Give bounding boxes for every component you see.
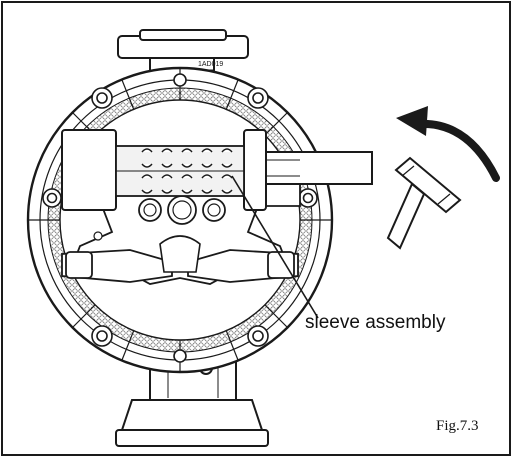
pump-housing-icon — [26, 29, 334, 447]
radial-ribs — [28, 68, 332, 372]
rotation-arrow-icon — [396, 106, 500, 182]
bolt-bosses — [42, 73, 318, 363]
callout-leader — [231, 175, 319, 319]
hammer-icon — [386, 156, 462, 250]
lower-manifold — [61, 235, 299, 283]
sleeve-push-rod — [265, 151, 373, 185]
part-stamp: 1AD019 — [198, 61, 223, 68]
sleeve-assembly-label: sleeve assembly — [305, 312, 446, 333]
figure-number: Fig.7.3 — [436, 418, 479, 434]
sleeve-assembly — [115, 145, 373, 197]
